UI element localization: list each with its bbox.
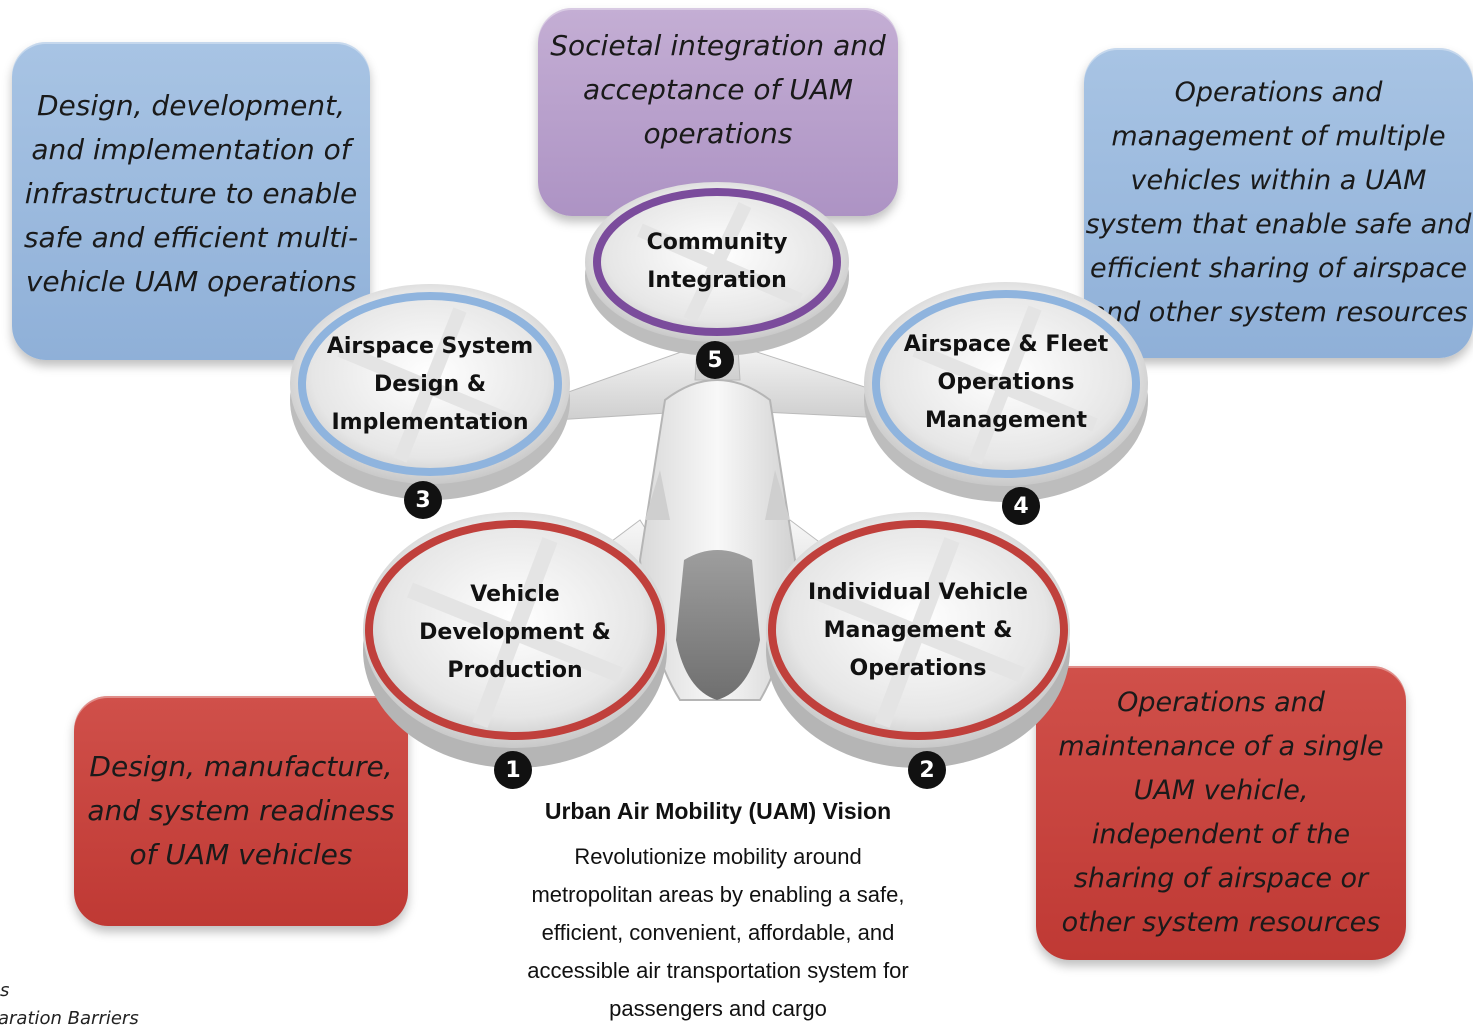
edge-fragment-2: aration Barriers <box>0 1008 139 1029</box>
edge-fragment-1: s <box>0 980 10 1001</box>
badge-1: 1 <box>494 751 532 789</box>
multi-vehicle-callout-text: Operations and management of multiple ve… <box>1085 77 1472 328</box>
vision-title: Urban Air Mobility (UAM) Vision <box>544 798 892 824</box>
rotor-label-vehicle-development: Vehicle Development & Production <box>419 582 611 683</box>
rotor-label-airspace-system: Airspace System Design & Implementation <box>326 334 534 435</box>
badge-4: 4 <box>1002 487 1040 525</box>
vehicle-readiness-callout: Design, manufacture, and system readines… <box>74 696 408 926</box>
rotor-label-individual-vehicle: Individual Vehicle Management & Operatio… <box>808 580 1028 681</box>
infrastructure-callout-text: Design, development, and implementation … <box>23 89 359 298</box>
multi-vehicle-callout: Operations and management of multiple ve… <box>1084 48 1473 358</box>
societal-callout-text: Societal integration and acceptance of U… <box>550 29 886 150</box>
vision-text: Revolutionize mobility around metropolit… <box>470 838 966 1028</box>
badge-5: 5 <box>696 341 734 379</box>
vehicle-readiness-callout-text: Design, manufacture, and system readines… <box>87 750 395 871</box>
badge-2: 2 <box>908 751 946 789</box>
infrastructure-callout: Design, development, and implementation … <box>12 42 370 360</box>
badge-3: 3 <box>404 481 442 519</box>
rotor-label-airspace-fleet: Airspace & Fleet Operations Management <box>903 332 1109 433</box>
societal-callout: Societal integration and acceptance of U… <box>538 8 898 216</box>
single-vehicle-callout-text: Operations and maintenance of a single U… <box>1058 687 1384 938</box>
single-vehicle-callout: Operations and maintenance of a single U… <box>1036 666 1406 960</box>
rotor-label-community-integration: Community Integration <box>646 230 788 293</box>
vision-description: Revolutionize mobility around metropolit… <box>527 844 909 1021</box>
